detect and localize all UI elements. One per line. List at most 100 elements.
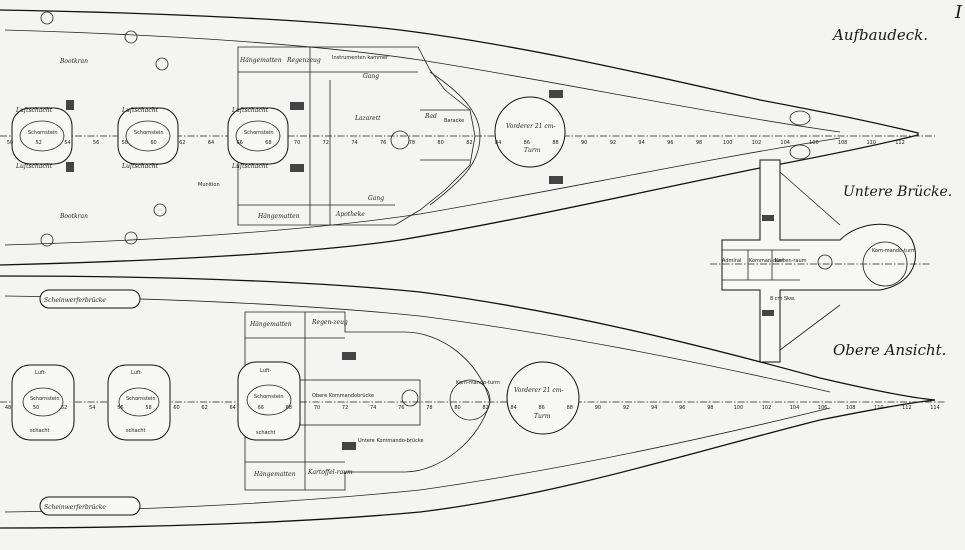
aufbaudeck-frame-68: 68	[265, 140, 271, 146]
obere-ansicht-frame-72: 72	[342, 405, 348, 411]
obere-ansicht-frame-84: 84	[510, 405, 516, 411]
oa-funnel-3	[237, 361, 301, 441]
label-oa-schacht-3: schacht	[256, 430, 276, 436]
aufbaudeck-inner-deck-line-2	[4, 137, 841, 246]
untere-bruecke-light	[817, 254, 833, 270]
obere-ansicht-frame-112: 112	[902, 405, 912, 411]
label-vorderer-turm: Vorderer 21 cm-	[506, 123, 555, 130]
obere-ansicht-frame-62: 62	[201, 405, 207, 411]
obere-ansicht-frame-50: 50	[33, 405, 39, 411]
aufbaudeck-frame-78: 78	[409, 140, 415, 146]
obere-ansicht-frame-110: 110	[874, 405, 884, 411]
aufbaudeck-frame-72: 72	[323, 140, 329, 146]
aufbaudeck-plan: Bootkran Bootkran Luftschacht Luftschach…	[0, 9, 935, 266]
aufbaudeck-superstructure	[237, 46, 476, 226]
aufbaudeck-frame-108: 108	[838, 140, 848, 146]
obere-ansicht-frame-102: 102	[762, 405, 772, 411]
funnel-3	[227, 107, 289, 165]
untere-bruecke-stay-2	[779, 304, 841, 351]
aufbaudeck-forward-turret	[494, 96, 566, 168]
obere-ansicht-plan: Scheinwerferbrücke Scheinwerferbrücke Hä…	[0, 275, 946, 529]
label-oa-haengematten-top: Hängematten	[249, 321, 292, 328]
aufbaudeck-frame-106: 106	[809, 140, 819, 146]
boat-davit-2	[124, 30, 138, 44]
aufbaudeck-hatch-4	[549, 176, 563, 184]
aufbaudeck-frame-64: 64	[208, 140, 214, 146]
label-oa-schornstein-1: Schornstein	[30, 396, 60, 402]
obere-ansicht-inner-line-1	[4, 295, 831, 393]
label-schornstein-2: Schornstein	[134, 130, 164, 136]
label-regenzeug-top: Regenzeug	[286, 57, 321, 64]
label-munition: Munition	[198, 182, 220, 188]
label-bootskran-top: Bootkran	[59, 58, 88, 65]
aufbaudeck-frame-66: 66	[237, 140, 243, 146]
scheinwerferbruecke-top-platform	[39, 289, 141, 309]
aufbaudeck-hatch-5	[66, 100, 74, 110]
boat-davit-5	[153, 203, 167, 217]
aufbaudeck-frame-112: 112	[895, 140, 905, 146]
obere-ansicht-frame-68: 68	[286, 405, 292, 411]
obere-ansicht-frame-58: 58	[145, 405, 151, 411]
label-luftschacht-1b: Luftschacht	[15, 163, 53, 170]
label-oa-luft-2: Luft-	[131, 370, 142, 376]
aufbaudeck-frame-62: 62	[179, 140, 185, 146]
boat-davit-6	[155, 57, 169, 71]
aufbaudeck-hatch-1	[290, 102, 304, 110]
label-haengematten-bottom: Hängematten	[257, 213, 300, 220]
obere-ansicht-frame-82: 82	[482, 405, 488, 411]
obere-ansicht-frame-92: 92	[623, 405, 629, 411]
obere-ansicht-forward-turret	[506, 361, 580, 435]
obere-ansicht-frame-98: 98	[707, 405, 713, 411]
aufbaudeck-frame-74: 74	[351, 140, 357, 146]
obere-ansicht-frame-74: 74	[370, 405, 376, 411]
obere-ansicht-hatch-1	[342, 352, 356, 360]
aufbaudeck-frame-98: 98	[696, 140, 702, 146]
obere-ansicht-frame-52: 52	[61, 405, 67, 411]
label-karten: Karten-raum	[775, 258, 807, 264]
label-luftschacht-2b: Luftschacht	[121, 163, 159, 170]
obere-ansicht-frame-106: 106	[818, 405, 828, 411]
label-oa-schornstein-3: Schornstein	[254, 394, 284, 400]
label-haengematten-top: Hängematten	[239, 57, 282, 64]
aufbaudeck-hatch-6	[66, 162, 74, 172]
aufbaudeck-frame-100: 100	[723, 140, 733, 146]
obere-ansicht-frame-76: 76	[398, 405, 404, 411]
oa-funnel-1	[11, 364, 75, 441]
label-oa-kommandoturm: Kom-mando-turm	[456, 380, 500, 386]
aufbaudeck-frame-58: 58	[122, 140, 128, 146]
sheet-number: I	[954, 2, 963, 23]
aufbaudeck-frame-54: 54	[64, 140, 70, 146]
aufbaudeck-frame-88: 88	[552, 140, 558, 146]
aufbaudeck-frame-52: 52	[36, 140, 42, 146]
obere-ansicht-frame-96: 96	[679, 405, 685, 411]
obere-ansicht-hatch-2	[342, 442, 356, 450]
label-oa-schornstein-2: Schornstein	[126, 396, 156, 402]
aufbaudeck-capstan-2	[789, 144, 811, 160]
obere-ansicht-frame-104: 104	[790, 405, 800, 411]
aufbaudeck-hull-outline	[0, 9, 919, 266]
boat-davit-3	[40, 233, 54, 247]
aufbaudeck-frame-60: 60	[150, 140, 156, 146]
obere-ansicht-frame-54: 54	[89, 405, 95, 411]
funnel-2	[117, 107, 179, 165]
label-admiral: Admiral	[722, 258, 741, 264]
label-oa-regenzeug: Regen-zeug	[311, 319, 348, 326]
label-obere-kommandobruecke: Obere Kommandobrücke	[312, 393, 374, 399]
label-gang-bottom: Gang	[368, 195, 384, 202]
untere-bruecke-plan: Admiral Komman-dant Karten-raum Kom-mand…	[710, 159, 952, 363]
obere-ansicht-frame-88: 88	[567, 405, 573, 411]
aufbaudeck-capstan-1	[789, 110, 811, 126]
aufbaudeck-frame-102: 102	[752, 140, 762, 146]
label-kommandant: Komman-dant	[749, 258, 784, 264]
obere-ansicht-hull-outline	[0, 275, 936, 529]
label-lazarett: Lazarett	[354, 115, 381, 122]
boat-davit-4	[124, 231, 138, 245]
obere-ansicht-frame-78: 78	[426, 405, 432, 411]
aufbaudeck-frame-56: 56	[93, 140, 99, 146]
label-bad: Bad	[424, 113, 437, 120]
obere-ansicht-small-post	[401, 389, 419, 407]
label-baracke: Baracke	[444, 118, 464, 124]
